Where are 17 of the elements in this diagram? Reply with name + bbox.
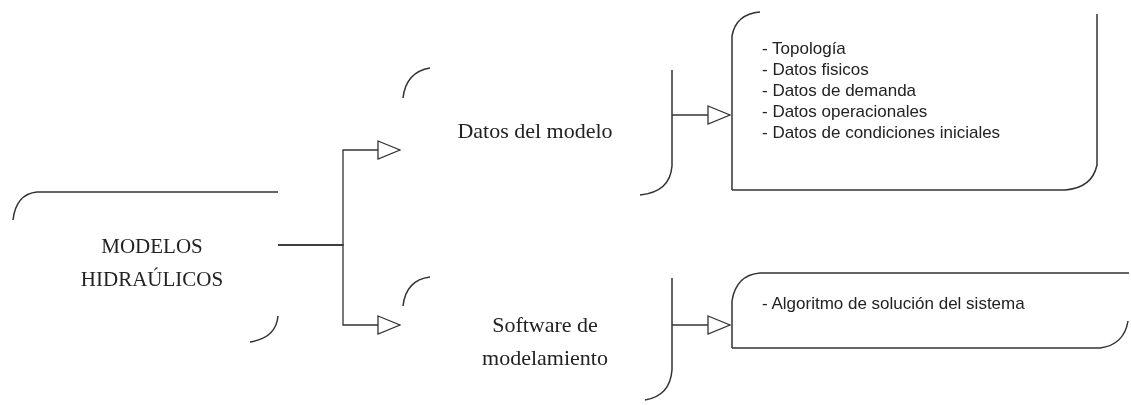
category-node [12, 188, 282, 346]
concept-node [400, 66, 674, 196]
list-item-text: - Datos operacionales [762, 101, 928, 122]
list-item-text: - Algoritmo de solución del sistema [762, 293, 1025, 314]
detail-list-box [730, 10, 1099, 192]
node-label: Software de modelamiento [481, 311, 609, 372]
list-item-text: - Datos fisicos [762, 59, 869, 80]
list-item-text: - Datos de condiciones iniciales [762, 122, 1001, 143]
concept-node [400, 274, 674, 402]
connector-arrow [671, 315, 731, 335]
detail-list-box [730, 271, 1130, 350]
list-item-text: - Topología [762, 38, 846, 59]
connector-arrow [277, 244, 401, 335]
connector-arrow [671, 105, 731, 125]
node-label: MODELOS HIDRAÚLICOS [79, 233, 225, 293]
node-label: Datos del modelo [456, 117, 614, 145]
list-item-text: - Datos de demanda [762, 80, 917, 101]
